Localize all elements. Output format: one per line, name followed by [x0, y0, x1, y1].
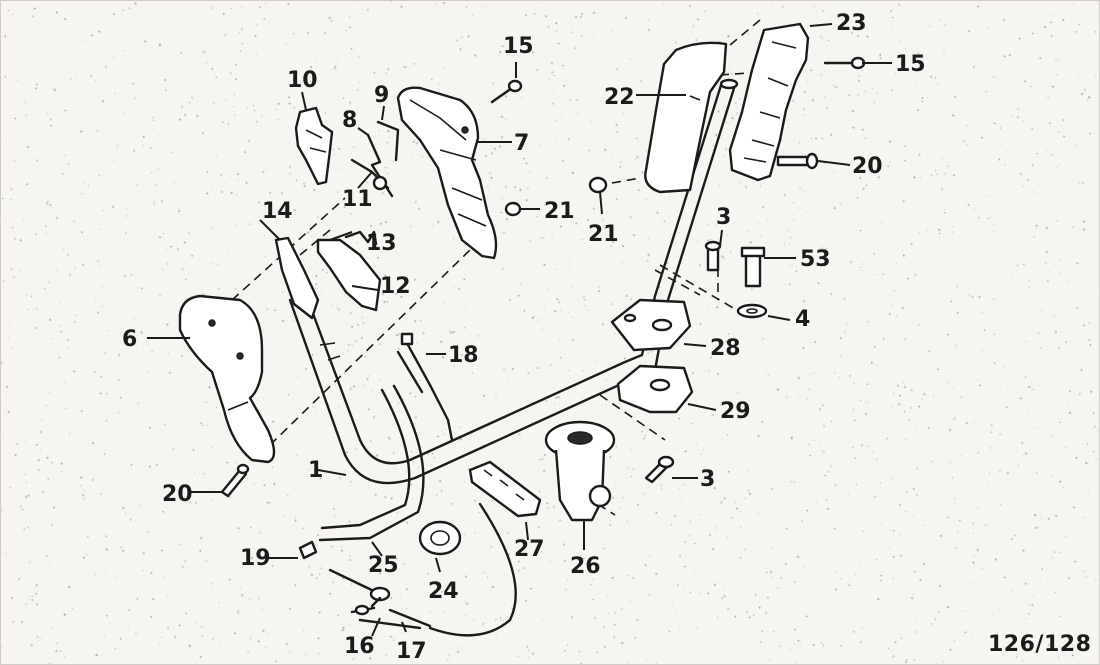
- part-27-cable-guide: [468, 460, 542, 518]
- part-26-housing: [544, 420, 616, 522]
- callout-12: 12: [380, 274, 411, 299]
- part-12-trigger: [316, 238, 382, 312]
- callout-10: 10: [287, 68, 318, 93]
- callout-53: 53: [800, 247, 831, 272]
- figure-reference: 126/128: [988, 632, 1092, 657]
- part-15-screw-right: [823, 56, 866, 70]
- callout-23: 23: [836, 11, 867, 36]
- part-21-nut-right: [588, 176, 608, 194]
- callout-20-left: 20: [162, 482, 193, 507]
- part-24-clip: [418, 520, 462, 556]
- callout-9: 9: [374, 83, 390, 108]
- callout-11: 11: [342, 187, 373, 212]
- callout-15-right: 15: [895, 52, 926, 77]
- callout-20-right: 20: [852, 154, 883, 179]
- part-4-washer: [736, 303, 768, 319]
- callout-24: 24: [428, 579, 459, 604]
- callout-16: 16: [344, 634, 375, 659]
- callout-27: 27: [514, 537, 545, 562]
- callout-8: 8: [342, 108, 358, 133]
- callout-7: 7: [514, 131, 530, 156]
- callout-21-below-nut: 21: [588, 222, 619, 247]
- part-23-grip-shell: [728, 22, 810, 182]
- callout-1: 1: [308, 458, 324, 483]
- part-13-spring: [344, 230, 378, 246]
- part-15-screw-upper: [490, 79, 523, 104]
- callout-25: 25: [368, 553, 399, 578]
- part-25-hose: [318, 384, 425, 542]
- callout-3-lower: 3: [700, 467, 716, 492]
- part-6-handle-shell: [178, 294, 276, 464]
- part-22-grip: [644, 41, 728, 194]
- part-18-cable: [396, 332, 517, 637]
- part-20-screw-left: [220, 463, 250, 498]
- part-20-screw-right: [776, 152, 819, 170]
- part-3-screw-lower: [644, 455, 675, 484]
- callout-29: 29: [720, 399, 751, 424]
- callout-14: 14: [262, 199, 293, 224]
- callout-26: 26: [570, 554, 601, 579]
- part-53-bolt: [740, 246, 766, 288]
- callout-17: 17: [396, 639, 427, 664]
- callout-21-right-of-nut: 21: [544, 199, 575, 224]
- part-10-trigger-lock: [294, 106, 334, 186]
- callout-6: 6: [122, 327, 138, 352]
- callout-18: 18: [448, 343, 479, 368]
- callout-13: 13: [366, 231, 397, 256]
- callout-leaders: [147, 23, 892, 637]
- part-29-clamp-lower: [616, 364, 694, 414]
- part-9-spring: [376, 120, 400, 162]
- callout-28: 28: [710, 336, 741, 361]
- callout-3-upper: 3: [716, 205, 732, 230]
- part-17-connector: [354, 604, 432, 630]
- callout-22: 22: [604, 85, 635, 110]
- callout-19: 19: [240, 546, 271, 571]
- callout-4: 4: [795, 307, 811, 332]
- part-7-handle-shell: [396, 86, 498, 260]
- part-14-lever: [274, 236, 320, 320]
- callout-15-upper: 15: [503, 34, 534, 59]
- part-28-clamp-upper: [610, 298, 692, 352]
